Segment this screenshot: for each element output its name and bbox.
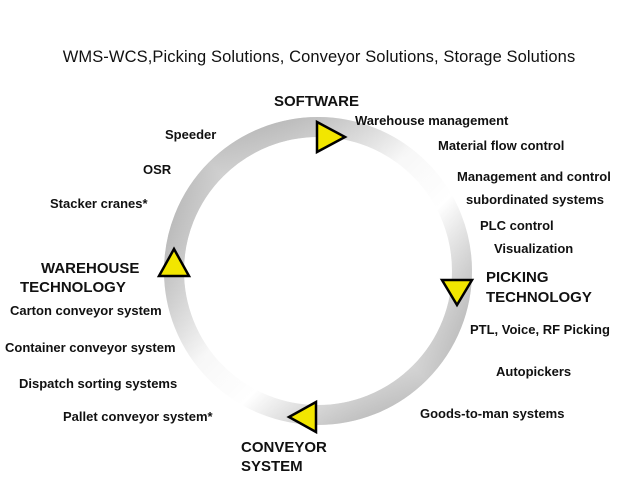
ring (164, 117, 472, 425)
software-item-plc-control: PLC control (480, 218, 554, 233)
software-item-material-flow-control: Material flow control (438, 138, 565, 153)
conveyor-item-pallet: Pallet conveyor system* (63, 409, 213, 424)
conveyor-heading-line1: CONVEYOR (241, 439, 327, 456)
conveyor-item-carton: Carton conveyor system (10, 303, 162, 318)
picking-heading-line1: PICKING (486, 269, 549, 286)
picking-item-autopickers: Autopickers (496, 364, 572, 379)
software-item-subordinated-systems: subordinated systems (466, 192, 604, 207)
page-title: WMS-WCS,Picking Solutions, Conveyor Solu… (62, 48, 576, 66)
software-item-warehouse-management: Warehouse management (355, 113, 509, 128)
arrow-warehouse-icon (156, 246, 192, 278)
picking-item-ptl-voice-rf: PTL, Voice, RF Picking (470, 322, 610, 337)
arrow-software-icon (315, 119, 348, 155)
warehouse-heading-line1: WAREHOUSE (41, 260, 140, 277)
warehouse-item-speeder: Speeder (165, 127, 217, 142)
conveyor-heading-line2: SYSTEM (241, 458, 303, 475)
picking-heading-line2: TECHNOLOGY (486, 289, 592, 306)
software-item-visualization: Visualization (494, 241, 574, 256)
warehouse-heading-line2: TECHNOLOGY (20, 279, 126, 296)
software-heading: SOFTWARE (274, 93, 359, 110)
conveyor-item-container: Container conveyor system (5, 340, 176, 355)
arrow-conveyor-icon (286, 399, 318, 435)
conveyor-item-dispatch-sorting: Dispatch sorting systems (19, 376, 178, 391)
picking-item-goods-to-man: Goods-to-man systems (420, 406, 565, 421)
software-item-management-and-control: Management and control (457, 169, 611, 184)
warehouse-item-stacker-cranes: Stacker cranes* (50, 196, 148, 211)
warehouse-item-osr: OSR (143, 162, 172, 177)
arrow-picking-icon (439, 278, 475, 308)
